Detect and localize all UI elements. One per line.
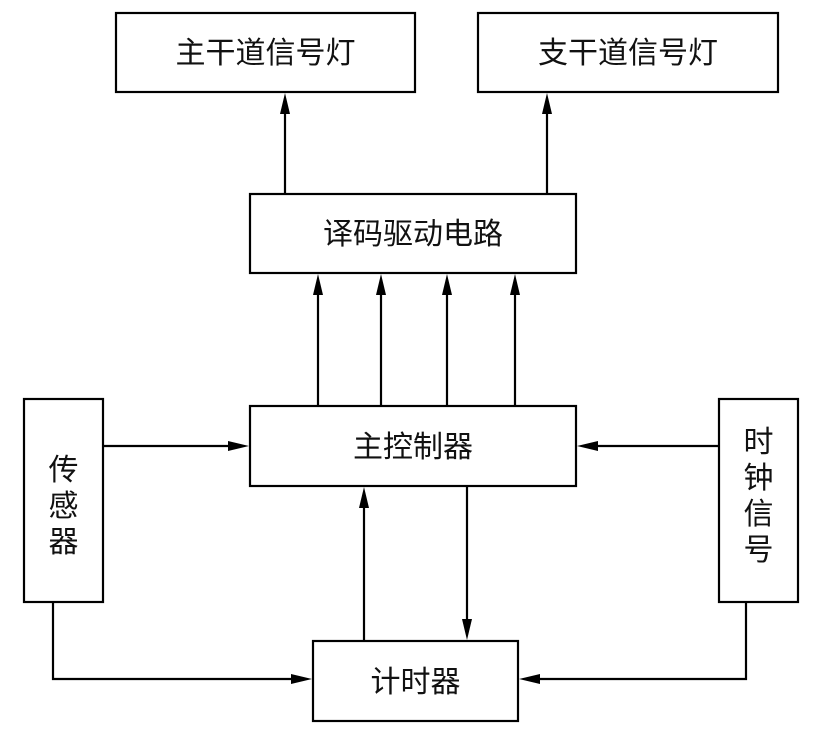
arrow-controller-to-timer — [462, 486, 472, 640]
decoder-driver-block: 译码驱动电路 — [248, 192, 578, 275]
decoder-driver-label: 译码驱动电路 — [323, 217, 503, 252]
clock-label-char: 时 — [744, 425, 774, 460]
sensor-label-char: 感 — [49, 489, 79, 524]
arrow-controller-to-decoder-1 — [313, 274, 323, 406]
sensor-label-char: 传 — [49, 453, 79, 488]
arrow-decoder-to-branch-signal — [542, 93, 552, 194]
clock-label-char: 号 — [744, 533, 774, 568]
arrow-sensor-to-controller — [103, 441, 249, 451]
arrow-timer-to-controller — [359, 487, 369, 641]
clock-label-char: 信 — [744, 497, 774, 532]
timer-label: 计时器 — [371, 665, 461, 700]
arrow-clock-to-controller — [577, 441, 719, 451]
main-road-signal-label: 主干道信号灯 — [176, 36, 356, 71]
arrow-clock-to-timer — [519, 602, 748, 684]
sensor-block: 传 感 器 — [22, 397, 105, 604]
arrow-controller-to-decoder-3 — [442, 274, 452, 406]
branch-road-signal-block: 支干道信号灯 — [476, 11, 780, 94]
sensor-label-char: 器 — [49, 525, 79, 560]
arrow-controller-to-decoder-4 — [510, 274, 520, 406]
arrow-sensor-to-timer — [51, 602, 312, 684]
timer-block: 计时器 — [311, 639, 520, 723]
main-controller-block: 主控制器 — [248, 404, 578, 488]
clock-signal-block: 时 钟 信 号 — [717, 397, 800, 604]
arrow-decoder-to-main-signal — [280, 93, 290, 194]
branch-road-signal-label: 支干道信号灯 — [538, 36, 718, 71]
main-controller-label: 主控制器 — [353, 430, 473, 465]
main-road-signal-block: 主干道信号灯 — [114, 11, 417, 94]
arrow-controller-to-decoder-2 — [376, 274, 386, 406]
clock-label-char: 钟 — [744, 461, 774, 496]
